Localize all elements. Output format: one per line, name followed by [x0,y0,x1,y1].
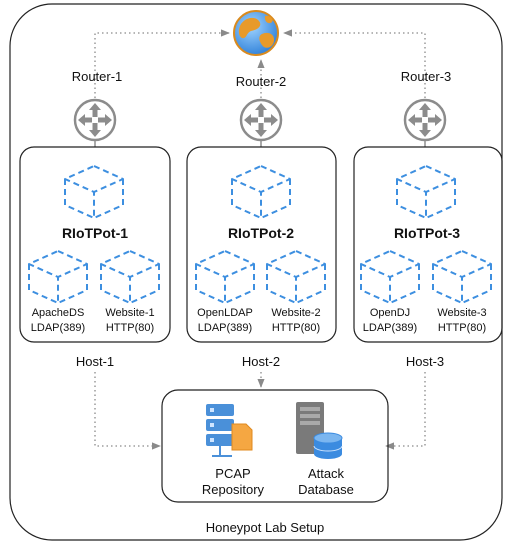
service-proto: HTTP(80) [271,322,321,334]
container-cube-icon [28,250,88,304]
attack-db-label: Database [298,482,354,497]
router-icon [73,98,117,142]
host-label-3: Host-3 [405,354,445,369]
pcap-label: Repository [201,482,265,497]
router-icon [403,98,447,142]
host-box-3 [353,146,503,343]
link-host1-storage [94,372,161,450]
service-name: Website-1 [105,307,155,319]
storage-box [161,389,389,503]
service-proto: LDAP(389) [197,322,253,334]
attack-db-label: Attack [307,466,345,481]
pcap-server-icon [206,404,253,457]
service-name: OpenDJ [369,307,411,319]
service-proto: LDAP(389) [362,322,418,334]
router-icon [239,98,283,142]
router-label-2: Router-2 [235,74,287,89]
container-cube-icon [396,165,456,219]
container-cube-icon [100,250,160,304]
globe-icon [233,10,279,56]
database-server-icon [296,402,343,459]
container-cube-icon [64,165,124,219]
host-box-1 [19,146,171,343]
service-proto: HTTP(80) [105,322,155,334]
container-cube-icon [195,250,255,304]
link-router1-internet [94,29,230,98]
container-cube-icon [231,165,291,219]
diagram-title: Honeypot Lab Setup [205,520,325,535]
router-label-1: Router-1 [71,69,123,84]
service-proto: HTTP(80) [437,322,487,334]
service-name: Website-3 [437,307,487,319]
host-box-2 [186,146,337,343]
service-name: Website-2 [271,307,321,319]
service-name: OpenLDAP [197,307,253,319]
host-label-2: Host-2 [241,354,281,369]
host-label-1: Host-1 [75,354,115,369]
riotpot-label-3: RIoTPot-3 [393,225,461,241]
riotpot-label-2: RIoTPot-2 [227,225,295,241]
service-proto: LDAP(389) [30,322,86,334]
container-cube-icon [360,250,420,304]
link-host3-storage [385,372,426,450]
pcap-label: PCAP [215,466,251,481]
service-name: ApacheDS [31,307,85,319]
container-cube-icon [266,250,326,304]
link-router3-internet [283,29,426,98]
riotpot-label-1: RIoTPot-1 [61,225,129,241]
container-cube-icon [432,250,492,304]
router-label-3: Router-3 [400,69,452,84]
